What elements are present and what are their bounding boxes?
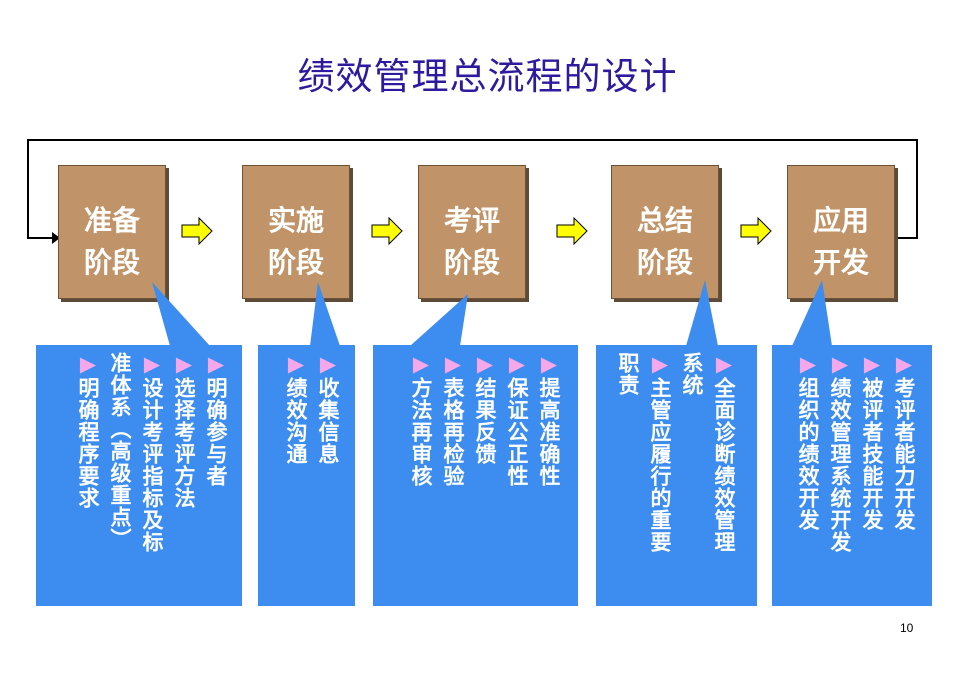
callout-evaluate: ▶提高准确性 ▶保证公正性 ▶结果反馈 ▶表格再检验 ▶方法再审核	[373, 345, 578, 606]
callout-text-column: ▶表格再检验	[441, 352, 465, 487]
callout-text-column: 职责	[616, 352, 640, 396]
right-arrow-icon	[181, 217, 213, 245]
triangle-bullet-icon: ▶	[473, 352, 497, 377]
stage-box-implement: 实施 阶段	[242, 165, 350, 299]
stage-label: 应用 开发	[812, 204, 869, 279]
stage-box-prepare: 准备 阶段	[58, 165, 166, 299]
callout-summary: ▶全面诊断绩效管理 系统 ▶主管应履行的重要 职责	[596, 345, 757, 606]
callout-text-column: 系统	[680, 352, 704, 396]
triangle-bullet-icon: ▶	[316, 352, 340, 377]
triangle-bullet-icon: ▶	[76, 352, 100, 377]
callout-text-column: ▶全面诊断绩效管理	[712, 352, 736, 553]
triangle-bullet-icon: ▶	[860, 352, 884, 377]
triangle-bullet-icon: ▶	[796, 352, 820, 377]
callout-implement: ▶收集信息 ▶绩效沟通	[258, 345, 355, 606]
callout-text-column: ▶方法再审核	[409, 352, 433, 487]
stage-label: 考评 阶段	[443, 204, 500, 279]
triangle-bullet-icon: ▶	[537, 352, 561, 377]
callout-text-column: ▶组织的绩效开发	[796, 352, 820, 531]
callout-text-column: ▶被评者技能开发	[860, 352, 884, 531]
stage-box-application: 应用 开发	[787, 165, 895, 299]
triangle-bullet-icon: ▶	[648, 352, 672, 377]
callout-application: ▶考评者能力开发 ▶被评者技能开发 ▶绩效管理系统开发 ▶组织的绩效开发	[772, 345, 932, 606]
callout-text-column: ▶绩效管理系统开发	[828, 352, 852, 553]
page-number: 10	[900, 621, 914, 635]
callout-text-column: ▶明确参与者	[204, 352, 228, 487]
stage-label: 实施 阶段	[267, 204, 324, 279]
callout-text-column: ▶主管应履行的重要	[648, 352, 672, 553]
triangle-bullet-icon: ▶	[892, 352, 916, 377]
stage-box-summary: 总结 阶段	[611, 165, 719, 299]
triangle-bullet-icon: ▶	[204, 352, 228, 377]
triangle-bullet-icon: ▶	[172, 352, 196, 377]
callout-text-column: ▶绩效沟通	[284, 352, 308, 465]
stage-box-evaluate: 考评 阶段	[418, 165, 526, 299]
callout-text-column: ▶明确程序要求	[76, 352, 100, 509]
stage-label: 准备 阶段	[83, 204, 140, 279]
right-arrow-icon	[740, 217, 772, 245]
callout-text-column: ▶收集信息	[316, 352, 340, 465]
callout-text-column: ▶选择考评方法	[172, 352, 196, 509]
triangle-bullet-icon: ▶	[441, 352, 465, 377]
stage-label: 总结 阶段	[636, 204, 693, 279]
callout-text-column: 准体系（高级重点）	[108, 352, 132, 550]
triangle-bullet-icon: ▶	[284, 352, 308, 377]
callout-text-column: ▶提高准确性	[537, 352, 561, 487]
right-arrow-icon	[556, 217, 588, 245]
triangle-bullet-icon: ▶	[409, 352, 433, 377]
right-arrow-icon	[371, 217, 403, 245]
callout-text-column: ▶设计考评指标及标	[140, 352, 164, 553]
callout-text-column: ▶保证公正性	[505, 352, 529, 487]
triangle-bullet-icon: ▶	[712, 352, 736, 377]
callout-text-column: ▶结果反馈	[473, 352, 497, 465]
callout-text-column: ▶考评者能力开发	[892, 352, 916, 531]
triangle-bullet-icon: ▶	[140, 352, 164, 377]
triangle-bullet-icon: ▶	[505, 352, 529, 377]
callout-prepare: ▶明确参与者 ▶选择考评方法 ▶设计考评指标及标 准体系（高级重点） ▶明确程序…	[36, 345, 242, 606]
triangle-bullet-icon: ▶	[828, 352, 852, 377]
slide-title: 绩效管理总流程的设计	[297, 55, 678, 98]
